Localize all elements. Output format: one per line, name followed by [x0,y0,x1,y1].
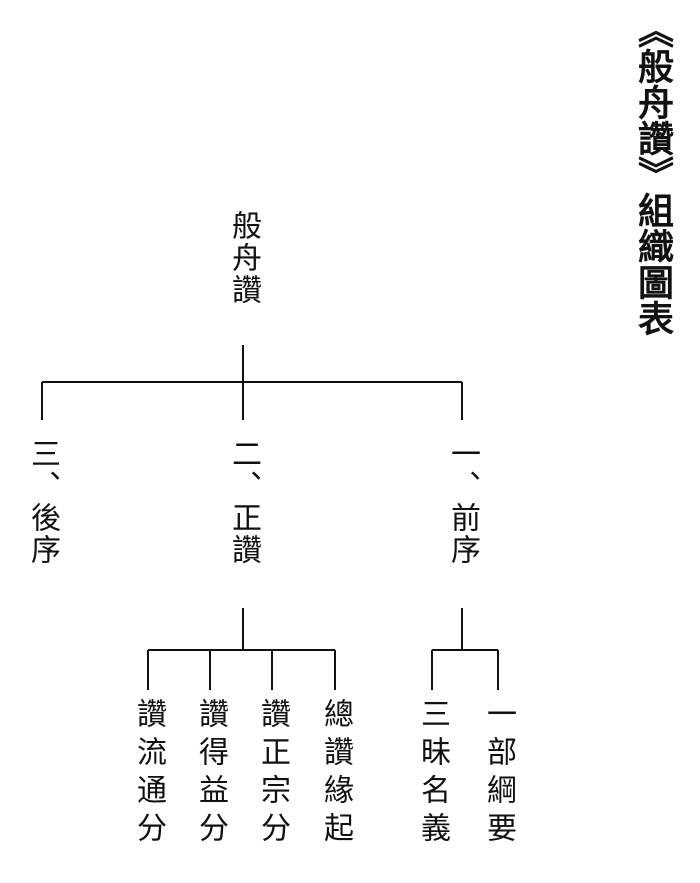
leaf-node: 三昧名義 [415,698,450,850]
leaf-node: 一部綱要 [481,698,516,850]
leaf-node: 讚流通分 [131,698,166,850]
leaf-node: 讚正宗分 [255,698,290,850]
chart-title: 《般舟讚》組織圖表 [632,12,674,336]
leaf-node: 總讚緣起 [318,698,353,850]
section-node-preface: 一、前序 [445,438,480,566]
section-node-later-preface: 三、後序 [25,438,60,566]
root-node: 般舟讚 [226,210,261,306]
section-node-main-praise: 二、正讚 [226,438,261,566]
leaf-node: 讚得益分 [193,698,228,850]
